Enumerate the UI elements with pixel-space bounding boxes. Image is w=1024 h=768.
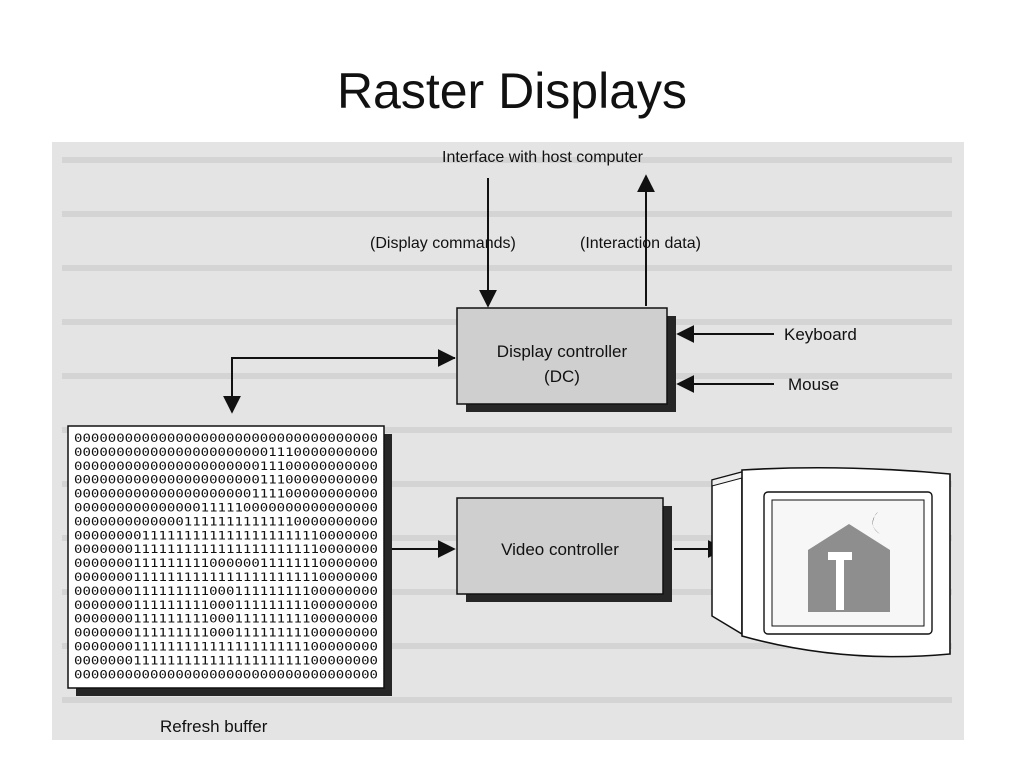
buffer-row: 000000000000000000000011100000000000 (74, 473, 378, 487)
buffer-row: 000000011111111100011111111100000000 (74, 598, 378, 612)
display-controller-abbrev: (DC) (544, 367, 580, 386)
buffer-row: 000000000000000000000000000000000000 (74, 431, 378, 445)
buffer-row: 000000011111111111111111111100000000 (74, 653, 378, 667)
label-refresh-buffer: Refresh buffer (160, 717, 268, 736)
label-host-interface: Interface with host computer (442, 149, 644, 166)
arrow-dc-to-buffer (223, 357, 455, 414)
buffer-row: 000000000000000000000011100000000000 (74, 459, 378, 473)
buffer-row: 000000000000000000000000000000000000 (74, 667, 378, 681)
label-keyboard: Keyboard (784, 325, 857, 344)
buffer-row: 000000011111111100011111111100000000 (74, 584, 378, 598)
label-mouse: Mouse (788, 375, 839, 394)
raster-display-diagram: Interface with host computer (Display co… (52, 142, 964, 740)
display-controller-label: Display controller (497, 342, 628, 361)
label-interaction-data: (Interaction data) (580, 235, 701, 252)
video-controller-box (456, 497, 664, 595)
moon-icon (872, 512, 880, 534)
house-icon (808, 524, 890, 612)
buffer-row: 000000011111111100011111111100000000 (74, 626, 378, 640)
monitor-icon (711, 466, 951, 658)
slide-title: Raster Displays (336, 63, 688, 119)
buffer-row: 000000011111111111111111111110000000 (74, 570, 378, 584)
buffer-row: 000000000000011111111111110000000000 (74, 514, 378, 528)
buffer-row: 000000000000000000000001110000000000 (74, 445, 378, 459)
buffer-row: 000000011111111111111111111110000000 (74, 542, 378, 556)
label-display-commands: (Display commands) (370, 235, 516, 252)
display-controller-box (456, 307, 668, 405)
buffer-row: 000000011111111111111111111100000000 (74, 640, 378, 654)
buffer-row: 000000011111111100011111111100000000 (74, 612, 378, 626)
buffer-row: 000000000000000000000111100000000000 (74, 487, 378, 501)
refresh-buffer (67, 425, 385, 689)
buffer-row: 000000001111111111111111111110000000 (74, 528, 378, 542)
buffer-row: 000000000000000111110000000000000000 (74, 501, 378, 515)
buffer-row: 000000011111111100000011111110000000 (74, 556, 378, 570)
video-controller-label: Video controller (501, 540, 619, 559)
refresh-buffer-bits: 0000000000000000000000000000000000000000… (74, 431, 378, 681)
